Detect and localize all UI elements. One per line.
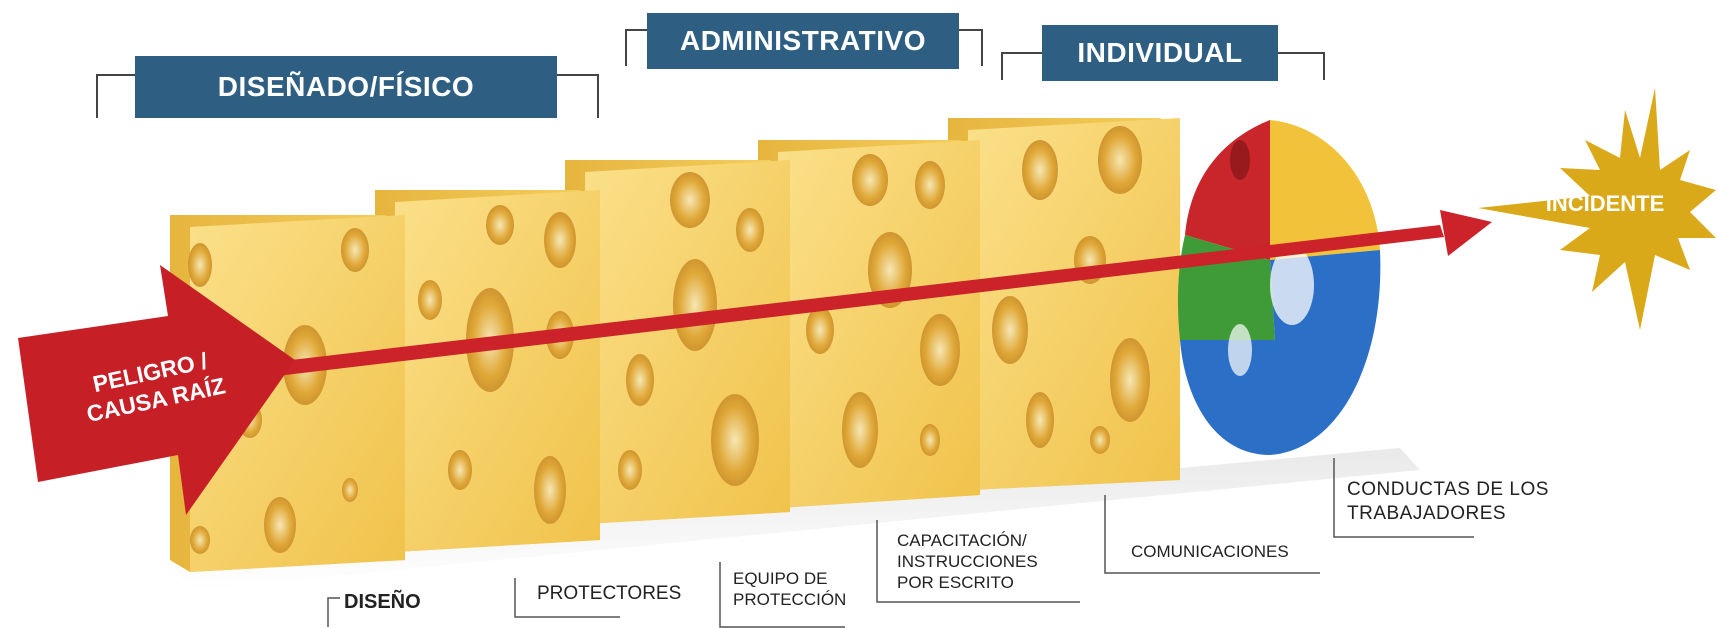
label-connectors [327,458,1474,628]
hazard-arrow [18,265,295,515]
worker-behavior-puzzle [1177,120,1381,455]
trajectory-line [240,225,1444,380]
cheese-slice-4 [565,160,790,524]
cheese-slice-6 [948,118,1180,490]
layer-label-worker-behavior: CONDUCTAS DE LOS TRABAJADORES [1347,479,1549,524]
cheese-slice-5 [758,140,980,508]
category-individual: INDIVIDUAL [1042,25,1278,81]
layer-label-communications: COMUNICACIONES [1131,542,1289,561]
trajectory-arrowhead [1440,210,1492,256]
category-administrative: ADMINISTRATIVO [647,13,959,69]
floor-shadow [170,448,1420,590]
layer-label-design: DISEÑO [344,591,421,613]
incident-label: INCIDENTE [1545,191,1665,216]
incident-burst [1478,88,1716,330]
layer-label-guards: PROTECTORES [537,583,682,604]
layer-label-ppe: EQUIPO DE PROTECCIÓN [733,569,847,609]
cheese-slice-3 [375,190,600,552]
cheese-slice-2 [170,215,405,572]
category-design-physical: DISEÑADO/FÍSICO [135,56,557,118]
category-brackets [96,29,1325,118]
layer-label-training: CAPACITACIÓN/ INSTRUCCIONES POR ESCRITO [897,531,1038,592]
